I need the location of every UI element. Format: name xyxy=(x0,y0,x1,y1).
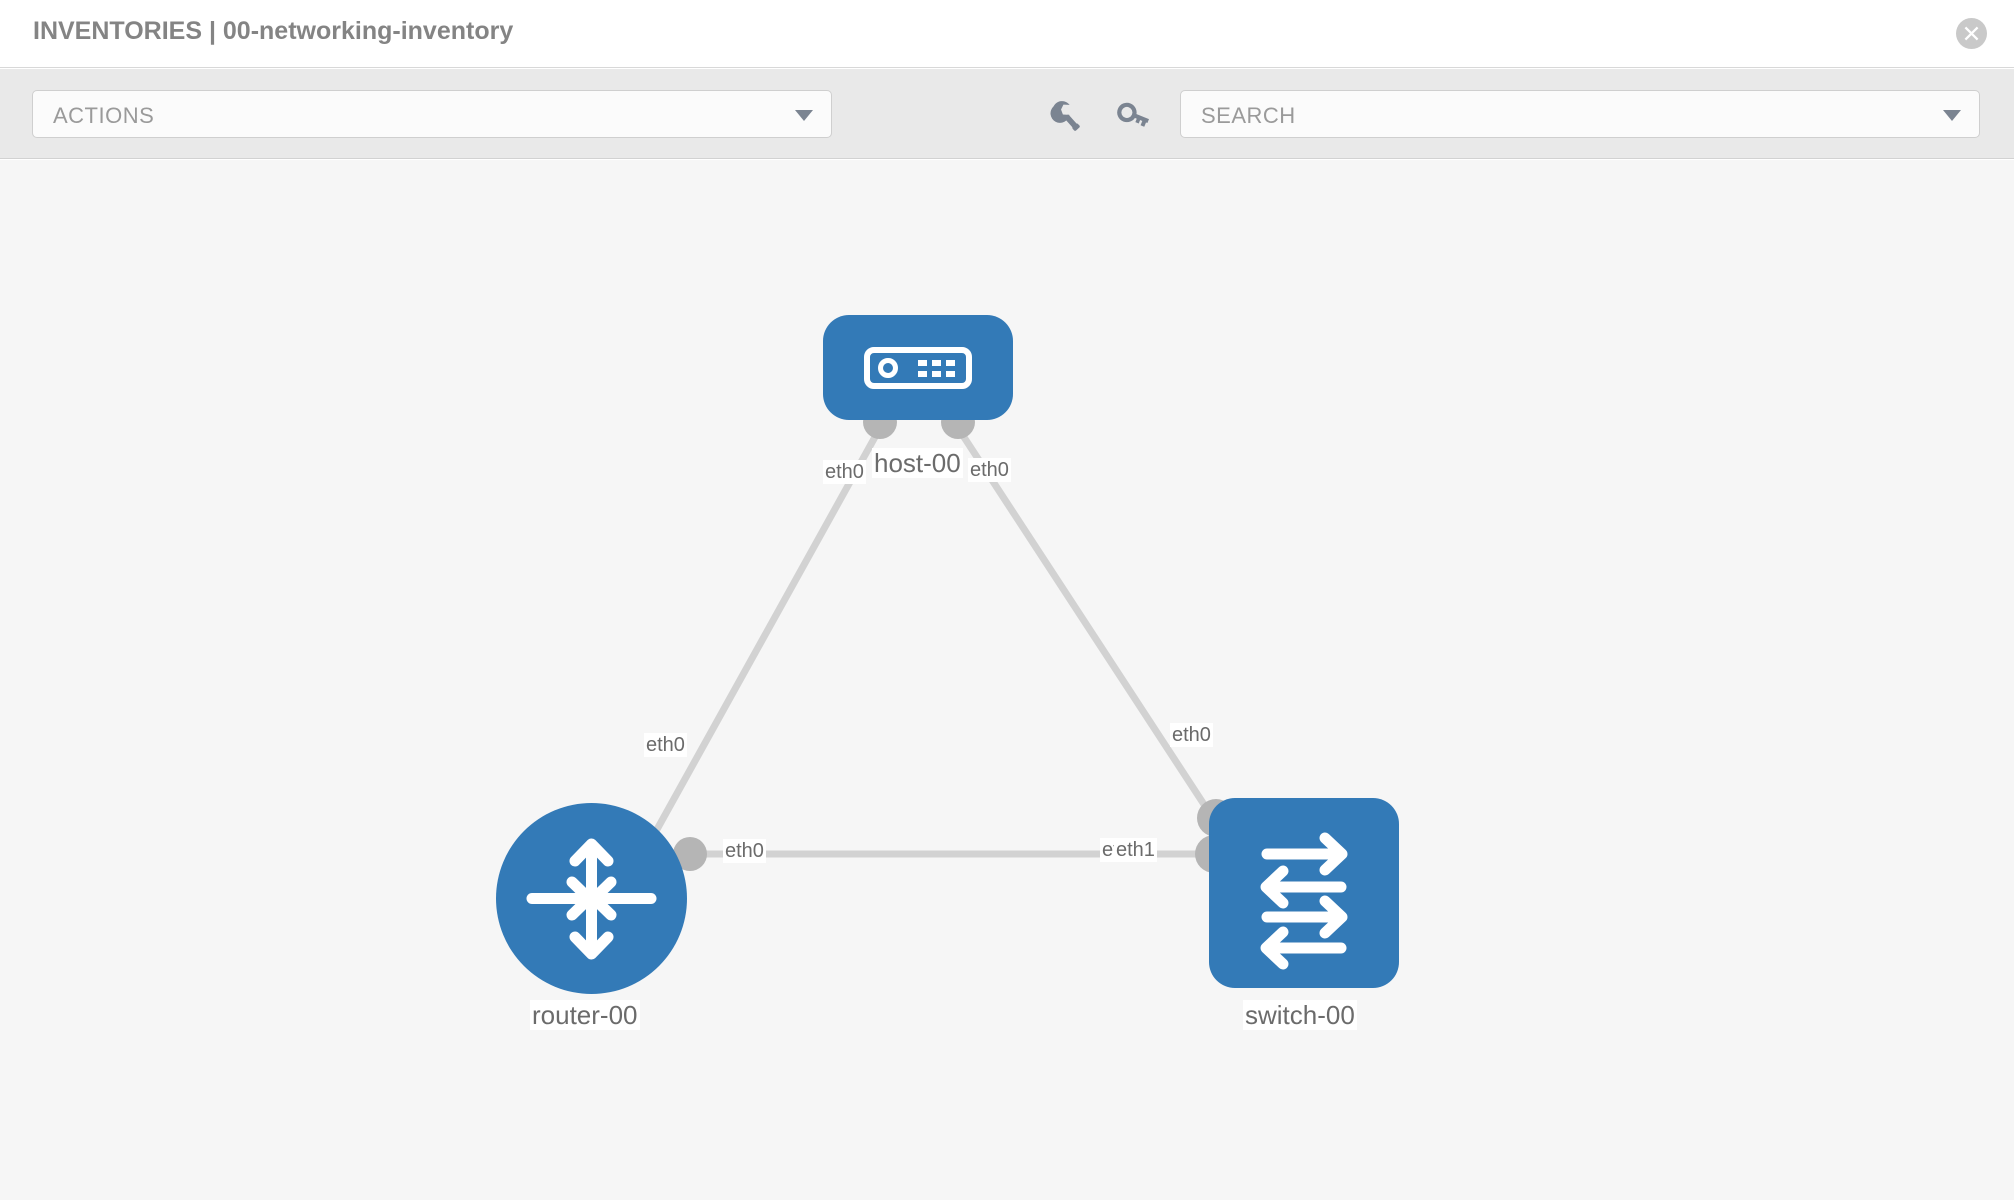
page-title: INVENTORIES | 00-networking-inventory xyxy=(33,17,514,45)
actions-dropdown[interactable]: ACTIONS xyxy=(32,90,832,138)
chevron-down-icon xyxy=(795,110,813,121)
iface-label-router-eth0-up: eth0 xyxy=(644,733,687,757)
iface-label-switch-eth0-up: eth0 xyxy=(1170,723,1213,747)
link-host-switch xyxy=(955,426,1225,834)
node-label-host-00: host-00 xyxy=(872,448,963,478)
iface-label-host-eth0-right: eth0 xyxy=(968,458,1011,482)
iface-label-switch-eth1-left: eth1 xyxy=(1114,838,1157,862)
node-switch-00[interactable] xyxy=(1209,798,1399,988)
node-host-00[interactable] xyxy=(823,315,1013,420)
actions-dropdown-label: ACTIONS xyxy=(53,103,155,128)
link-host-router xyxy=(636,426,884,862)
iface-label-host-eth0-left: eth0 xyxy=(823,460,866,484)
switch-icon xyxy=(1260,832,1348,970)
search-input[interactable]: SEARCH xyxy=(1180,90,1980,138)
chevron-down-icon[interactable] xyxy=(1943,110,1961,121)
wrench-icon[interactable] xyxy=(1046,96,1086,136)
node-label-switch-00: switch-00 xyxy=(1243,1000,1357,1030)
iface-label-router-eth0-right: eth0 xyxy=(723,839,766,863)
topology-canvas[interactable]: host-00 router-00 switch-00 eth0 eth0 et… xyxy=(0,160,2014,1200)
search-placeholder: SEARCH xyxy=(1201,103,1296,128)
topology-toolbar: ACTIONS SEARC xyxy=(0,69,2014,159)
node-router-00[interactable] xyxy=(496,803,687,994)
connector-router-right xyxy=(673,837,707,871)
router-icon xyxy=(526,838,657,960)
key-icon[interactable] xyxy=(1113,96,1153,136)
node-label-router-00: router-00 xyxy=(530,1000,640,1030)
close-icon[interactable] xyxy=(1956,18,1987,49)
page-header: INVENTORIES | 00-networking-inventory xyxy=(0,0,2014,68)
server-icon xyxy=(864,347,972,389)
